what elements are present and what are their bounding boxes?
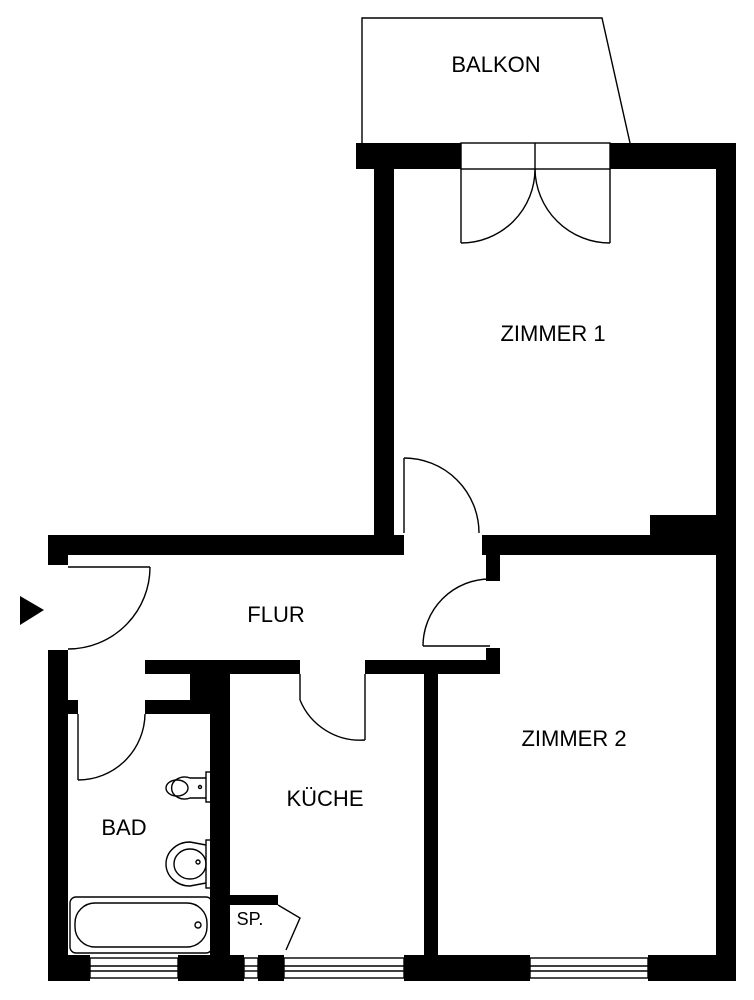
room-label-zimmer-2: ZIMMER 2 (521, 726, 626, 751)
room-label-kueche: KÜCHE (286, 786, 363, 811)
door-sp (277, 904, 301, 951)
windows (89, 957, 649, 979)
door-zimmer1 (403, 457, 480, 534)
window-sp (243, 957, 259, 979)
balcony-door (460, 142, 611, 244)
room-label-bad: BAD (101, 815, 146, 840)
walls (48, 143, 736, 981)
window-zimmer2 (529, 957, 649, 979)
door-bad (77, 713, 146, 781)
door-entrance (67, 566, 151, 650)
balcony (361, 17, 631, 144)
room-label-flur: FLUR (247, 602, 304, 627)
door-kueche (299, 674, 366, 741)
window-bad (89, 957, 179, 979)
entrance-arrow-icon (20, 596, 44, 625)
room-label-zimmer-1: ZIMMER 1 (500, 321, 605, 346)
sink-icon (165, 839, 214, 889)
bathtub-icon (69, 896, 213, 954)
door-zimmer2 (422, 578, 491, 647)
room-label-sp: SP. (237, 909, 264, 929)
room-label-balkon: BALKON (451, 52, 540, 77)
toilet-icon (165, 771, 214, 803)
window-kueche (283, 957, 405, 979)
